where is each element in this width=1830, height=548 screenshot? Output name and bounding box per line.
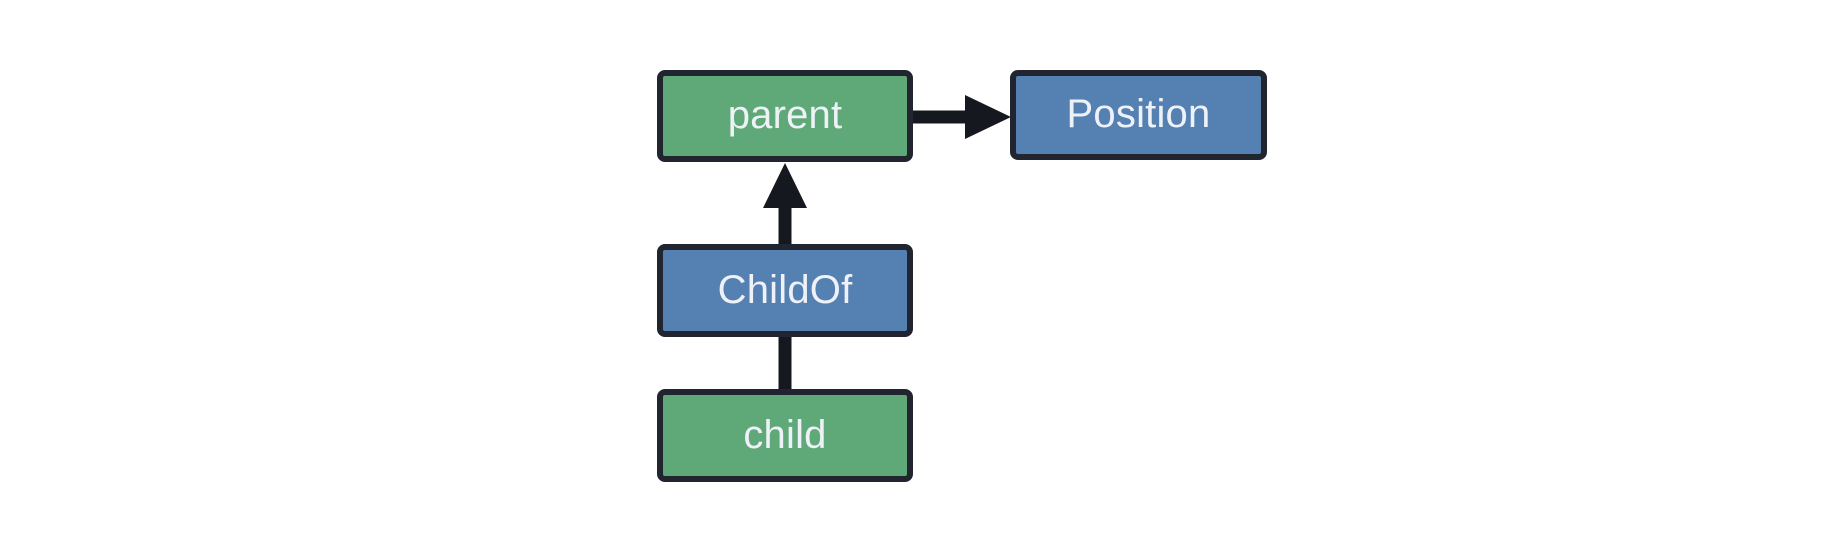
arrowhead-right [965,95,1011,139]
node-child-label: child [743,412,827,457]
arrowhead-up [763,163,807,208]
node-position[interactable]: Position [1010,70,1267,160]
node-position-label: Position [1066,92,1211,136]
node-child[interactable]: child [657,389,913,482]
edge-parent-to-position [913,95,1011,139]
node-parent-label: parent [727,93,843,137]
node-parent[interactable]: parent [657,70,913,162]
node-childof[interactable]: ChildOf [657,244,913,337]
edge-childof-to-parent [763,163,807,244]
node-childof-label: ChildOf [717,267,853,312]
